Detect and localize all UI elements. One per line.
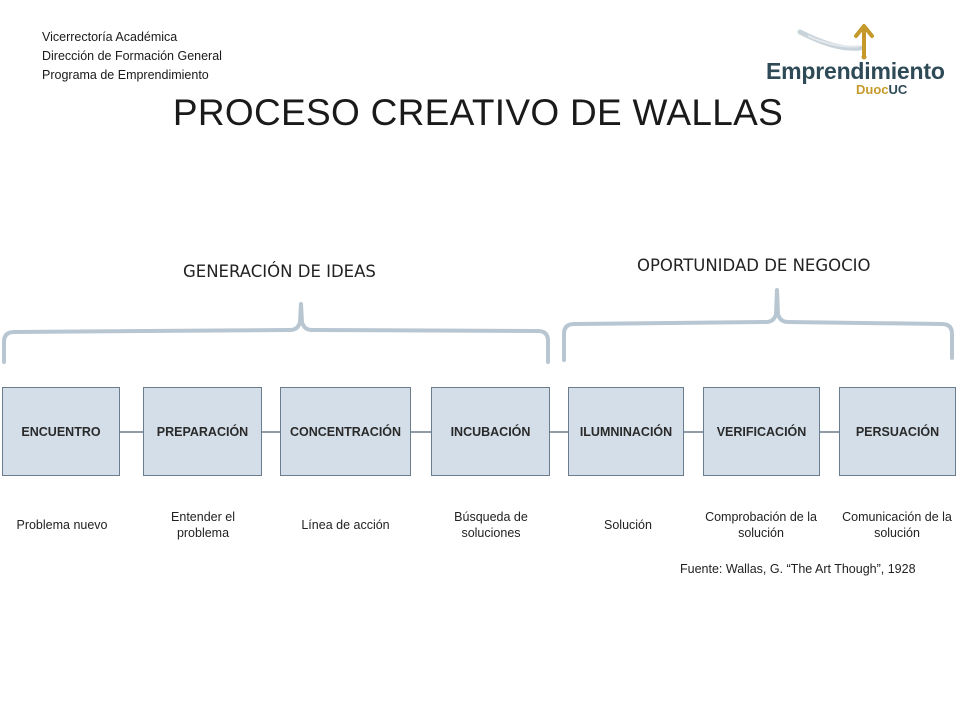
stage-desc-encuentro: Problema nuevo: [16, 518, 108, 532]
logo-subbrand: DuocUC: [856, 82, 907, 97]
logo-uc: UC: [888, 82, 908, 97]
brace-ideas: [2, 302, 550, 364]
institution-header: Vicerrectoría Académica Dirección de For…: [42, 28, 222, 85]
rising-arrow-icon: [797, 24, 874, 60]
stage-desc-incubacion: Búsqueda de soluciones: [454, 510, 528, 540]
source-citation: Fuente: Wallas, G. “The Art Though”, 192…: [680, 562, 916, 576]
stage-desc-concentracion: Línea de acción: [301, 518, 390, 532]
stage-box-preparacion: PREPARACIÓN: [143, 387, 262, 476]
logo-duoc: Duoc: [856, 82, 889, 97]
stage-box-encuentro: ENCUENTRO: [2, 387, 120, 476]
group-label-business: OPORTUNIDAD DE NEGOCIO: [637, 256, 871, 275]
stage-desc-verificacion: Comprobación de la solución: [705, 510, 817, 540]
stage-box-persuacion: PERSUACIÓN: [839, 387, 956, 476]
brace-business: [562, 288, 954, 362]
stage-box-iluminacion: ILUMNINACIÓN: [568, 387, 684, 476]
stage-desc-iluminacion: Solución: [604, 518, 652, 532]
header-line-3: Programa de Emprendimiento: [42, 68, 209, 82]
emprendimiento-logo: Emprendimiento DuocUC: [760, 22, 945, 102]
page-title-text: PROCESO CREATIVO DE WALLAS: [172, 92, 784, 133]
stage-desc-preparacion: Entender el problema: [171, 510, 235, 540]
header-line-2: Dirección de Formación General: [42, 49, 222, 63]
stage-box-verificacion: VERIFICACIÓN: [703, 387, 820, 476]
logo-wordmark: Emprendimiento: [766, 58, 945, 84]
header-line-1: Vicerrectoría Académica: [42, 30, 178, 44]
stage-box-incubacion: INCUBACIÓN: [431, 387, 550, 476]
stage-box-concentracion: CONCENTRACIÓN: [280, 387, 411, 476]
page-title: PROCESO CREATIVO DE WALLAS: [0, 92, 960, 134]
group-label-ideas: GENERACIÓN DE IDEAS: [183, 262, 376, 281]
stage-desc-persuacion: Comunicación de la solución: [842, 510, 952, 540]
